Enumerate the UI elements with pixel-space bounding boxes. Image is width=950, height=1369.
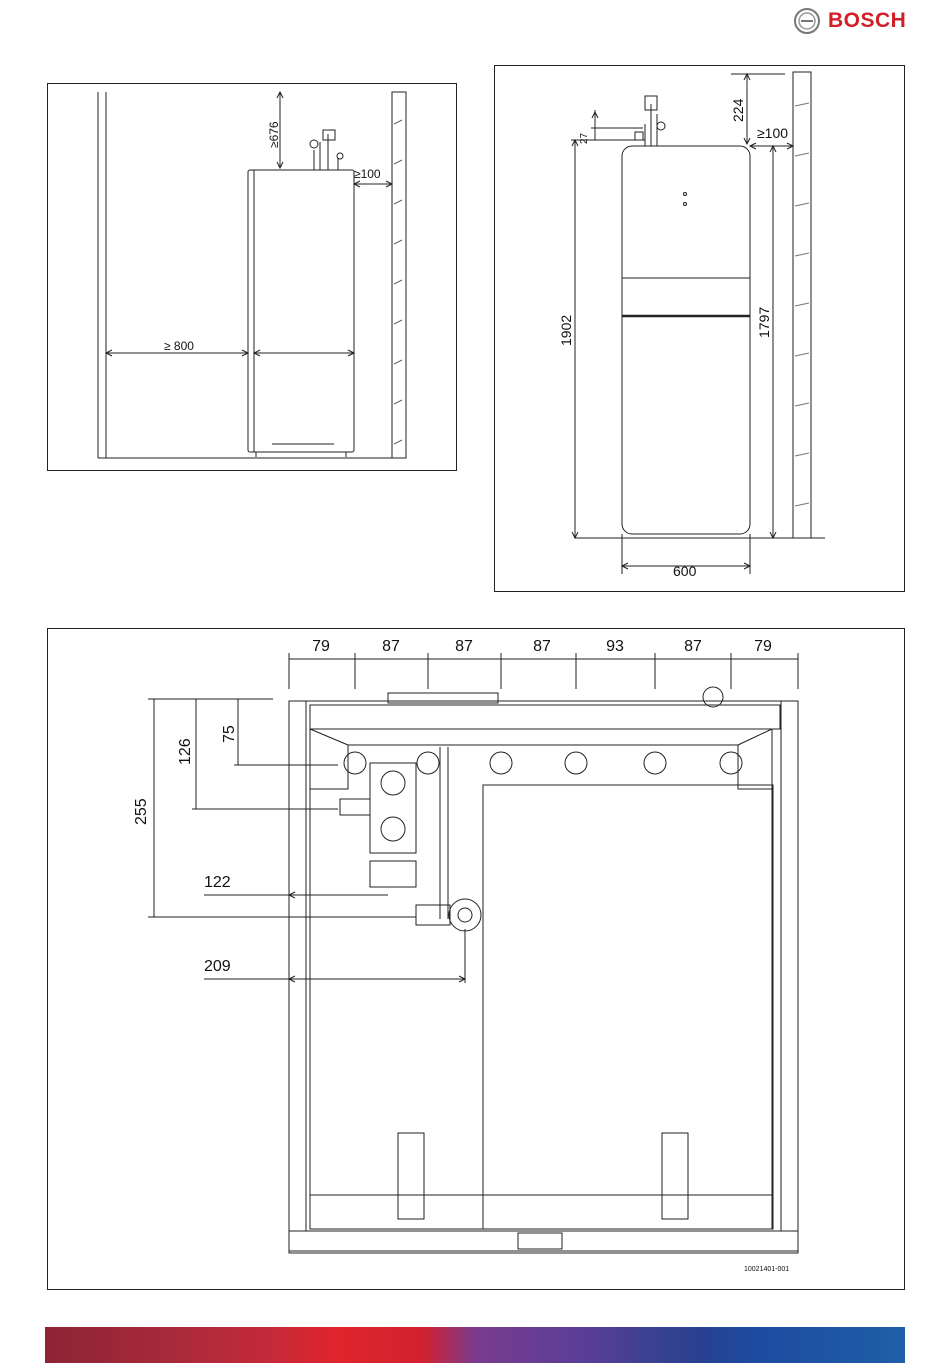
- connector-label: 27: [579, 132, 590, 144]
- body-height-label: 1797: [756, 307, 772, 338]
- top-dim-4: 87: [533, 638, 551, 655]
- dim-75: 75: [221, 725, 238, 743]
- front-clearance-label: ≥ 800: [164, 339, 194, 353]
- dim-209: 209: [204, 958, 231, 975]
- top-dim-1: 79: [312, 638, 330, 655]
- top-dim-7: 79: [754, 638, 772, 655]
- brand-color-band: [45, 1327, 905, 1363]
- top-dim-6: 87: [684, 638, 702, 655]
- side-clearance-view: ≥676 ≥100 ≥ 800: [47, 83, 457, 471]
- drawing-id: 10021401-001: [744, 1266, 789, 1273]
- dim-126: 126: [177, 738, 194, 765]
- top-dim-2: 87: [382, 638, 400, 655]
- top-space-label: 224: [730, 98, 746, 122]
- top-clearance-label: ≥676: [267, 121, 281, 148]
- side-clearance-label: ≥100: [354, 167, 381, 181]
- brand-name: BOSCH: [828, 9, 906, 33]
- side-space-label: ≥100: [757, 125, 788, 141]
- front-dimension-view: 224 27 ≥100 1902 1797 600: [494, 65, 905, 592]
- dim-255: 255: [133, 798, 150, 825]
- top-dim-3: 87: [455, 638, 473, 655]
- connection-plan-view: 79 87 87 87 93 87 79 75 126 255 122 209 …: [47, 628, 905, 1290]
- width-label: 600: [673, 563, 697, 579]
- total-height-label: 1902: [558, 315, 574, 346]
- dim-122: 122: [204, 874, 231, 891]
- top-dim-5: 93: [606, 638, 624, 655]
